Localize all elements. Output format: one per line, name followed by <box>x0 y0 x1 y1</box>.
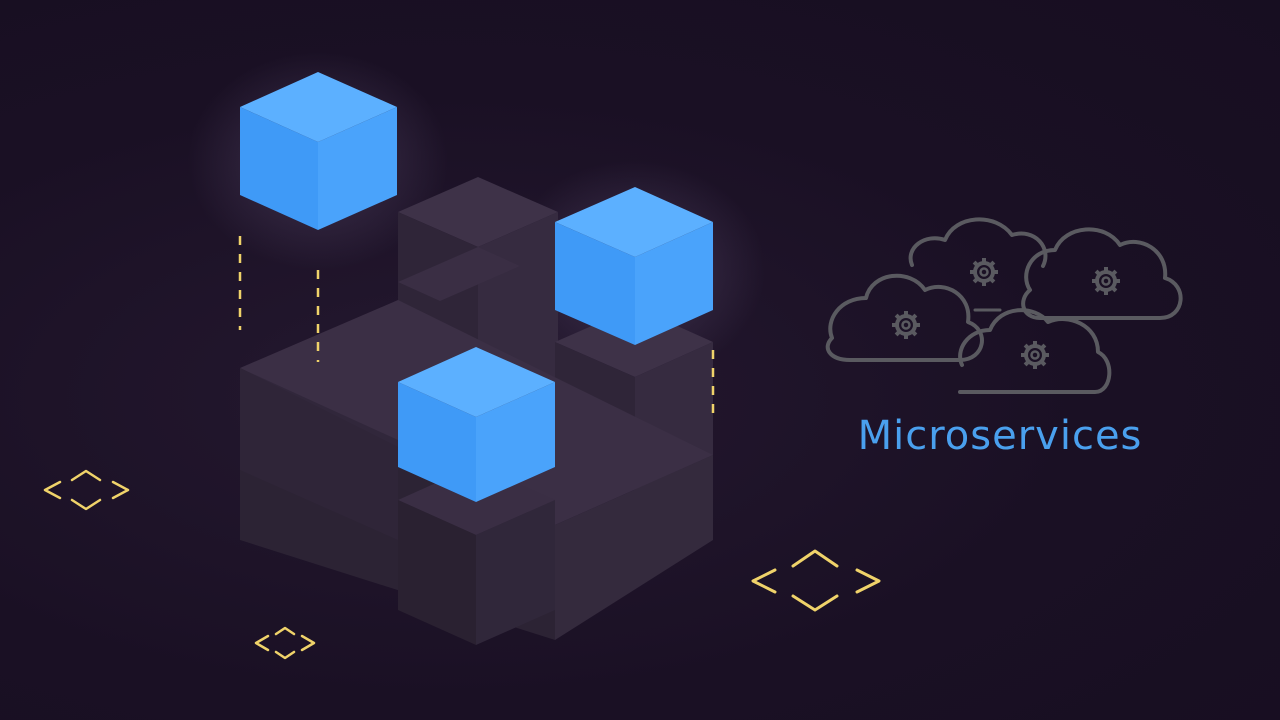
code-bracket-diamond-icon <box>43 469 130 511</box>
gear-icon <box>890 309 922 341</box>
dashed-connector-lines <box>238 236 715 415</box>
cloud-gear-icon <box>825 217 1183 394</box>
gear-icon <box>1090 265 1122 297</box>
page-title: Microservices <box>857 413 1143 459</box>
cube-icon <box>398 347 555 502</box>
cube-icon <box>240 72 397 230</box>
code-bracket-diamond-icon <box>254 626 316 660</box>
code-bracket-diamond-icon <box>751 549 881 612</box>
gear-icon <box>1019 339 1051 371</box>
gear-icon <box>968 256 1000 288</box>
cube-icon <box>555 187 713 345</box>
